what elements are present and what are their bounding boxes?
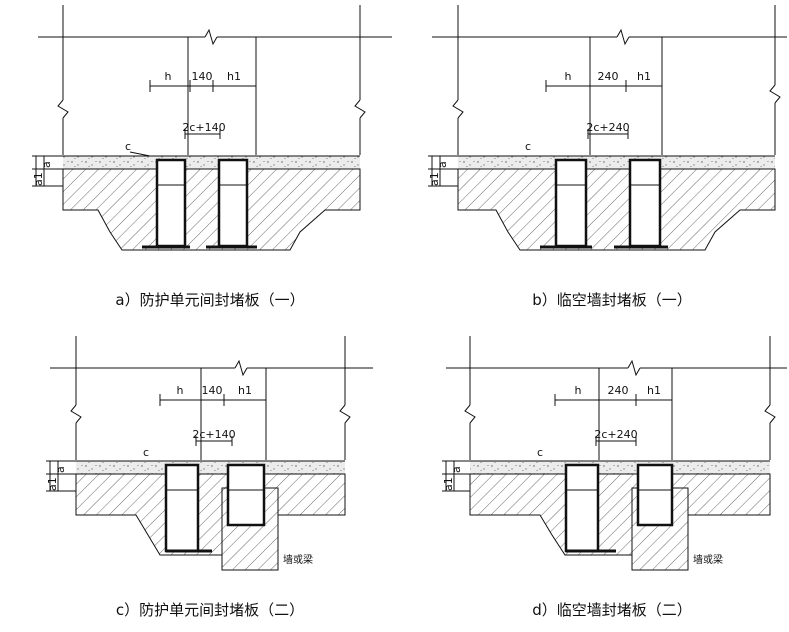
panel-c-labels: h 140 h1 2c+140 c a a1 墙或梁 c）防护单元间封堵板（二） bbox=[46, 384, 313, 619]
break-mark bbox=[616, 28, 630, 46]
dim-a1: a1 bbox=[46, 477, 59, 491]
panel-caption: c）防护单元间封堵板（二） bbox=[116, 601, 304, 619]
panel-d-labels: h 240 h1 2c+240 c a a1 墙或梁 d）临空墙封堵板（二） bbox=[442, 384, 723, 619]
dim-gap: 240 bbox=[608, 384, 629, 397]
dim-c: c bbox=[125, 140, 131, 153]
dim-2c: 2c+240 bbox=[594, 428, 637, 441]
dim-gap: 240 bbox=[598, 70, 619, 83]
panel-caption: a）防护单元间封堵板（一） bbox=[115, 291, 304, 309]
dim-a: a bbox=[40, 161, 53, 168]
dim-h: h bbox=[165, 70, 172, 83]
dim-gap: 140 bbox=[192, 70, 213, 83]
break-mark bbox=[452, 99, 464, 119]
dim-c: c bbox=[525, 140, 531, 153]
panel-caption: b）临空墙封堵板（一） bbox=[532, 291, 692, 309]
break-mark bbox=[769, 84, 781, 104]
dim-h1: h1 bbox=[227, 70, 241, 83]
break-mark bbox=[464, 404, 476, 424]
panel-a-labels: h 140 h1 2c+140 c a a1 a）防护单元间封堵板（一） bbox=[32, 70, 305, 309]
dim-a1: a1 bbox=[32, 172, 45, 186]
dim-a: a bbox=[54, 466, 67, 473]
dim-2c: 2c+240 bbox=[586, 121, 629, 134]
break-mark bbox=[354, 99, 366, 119]
plug-plate bbox=[636, 463, 674, 527]
panel-b bbox=[428, 5, 787, 251]
dim-h: h bbox=[177, 384, 184, 397]
dim-2c: 2c+140 bbox=[192, 428, 235, 441]
dim-a: a bbox=[450, 466, 463, 473]
break-mark bbox=[70, 404, 82, 424]
dim-h: h bbox=[575, 384, 582, 397]
panel-c bbox=[46, 336, 373, 571]
dim-gap: 140 bbox=[202, 384, 223, 397]
dim-h1: h1 bbox=[647, 384, 661, 397]
plug-plate bbox=[554, 158, 588, 248]
plug-plate bbox=[217, 158, 249, 248]
panel-d bbox=[442, 336, 787, 571]
dim-a1: a1 bbox=[428, 172, 441, 186]
screed-layer bbox=[63, 156, 360, 169]
panel-caption: d）临空墙封堵板（二） bbox=[532, 601, 692, 619]
break-mark bbox=[339, 404, 351, 424]
wall-or-beam-label: 墙或梁 bbox=[693, 553, 723, 566]
plug-plate bbox=[155, 158, 187, 248]
concrete-slab bbox=[62, 168, 361, 251]
plug-plate bbox=[226, 463, 266, 527]
dim-a: a bbox=[436, 161, 449, 168]
screed-layer bbox=[470, 461, 770, 474]
dim-a1: a1 bbox=[442, 477, 455, 491]
dim-2c: 2c+140 bbox=[182, 121, 225, 134]
break-mark bbox=[764, 404, 776, 424]
dim-h1: h1 bbox=[637, 70, 651, 83]
panel-b-labels: h 240 h1 2c+240 c a a1 b）临空墙封堵板（一） bbox=[428, 70, 692, 309]
break-mark bbox=[57, 99, 69, 119]
screed-layer bbox=[458, 156, 775, 169]
break-mark bbox=[204, 28, 218, 46]
dim-c: c bbox=[143, 446, 149, 459]
concrete-slab bbox=[469, 473, 771, 571]
plug-plate bbox=[628, 158, 662, 248]
concrete-slab bbox=[457, 168, 776, 251]
dim-h1: h1 bbox=[238, 384, 252, 397]
plug-plate bbox=[564, 463, 600, 553]
panel-a bbox=[32, 5, 392, 251]
break-mark bbox=[627, 359, 641, 377]
dim-c: c bbox=[537, 446, 543, 459]
break-mark bbox=[234, 359, 248, 377]
dim-h: h bbox=[565, 70, 572, 83]
screed-layer bbox=[76, 461, 345, 474]
wall-or-beam-label: 墙或梁 bbox=[283, 553, 313, 566]
plug-plate bbox=[164, 463, 200, 553]
